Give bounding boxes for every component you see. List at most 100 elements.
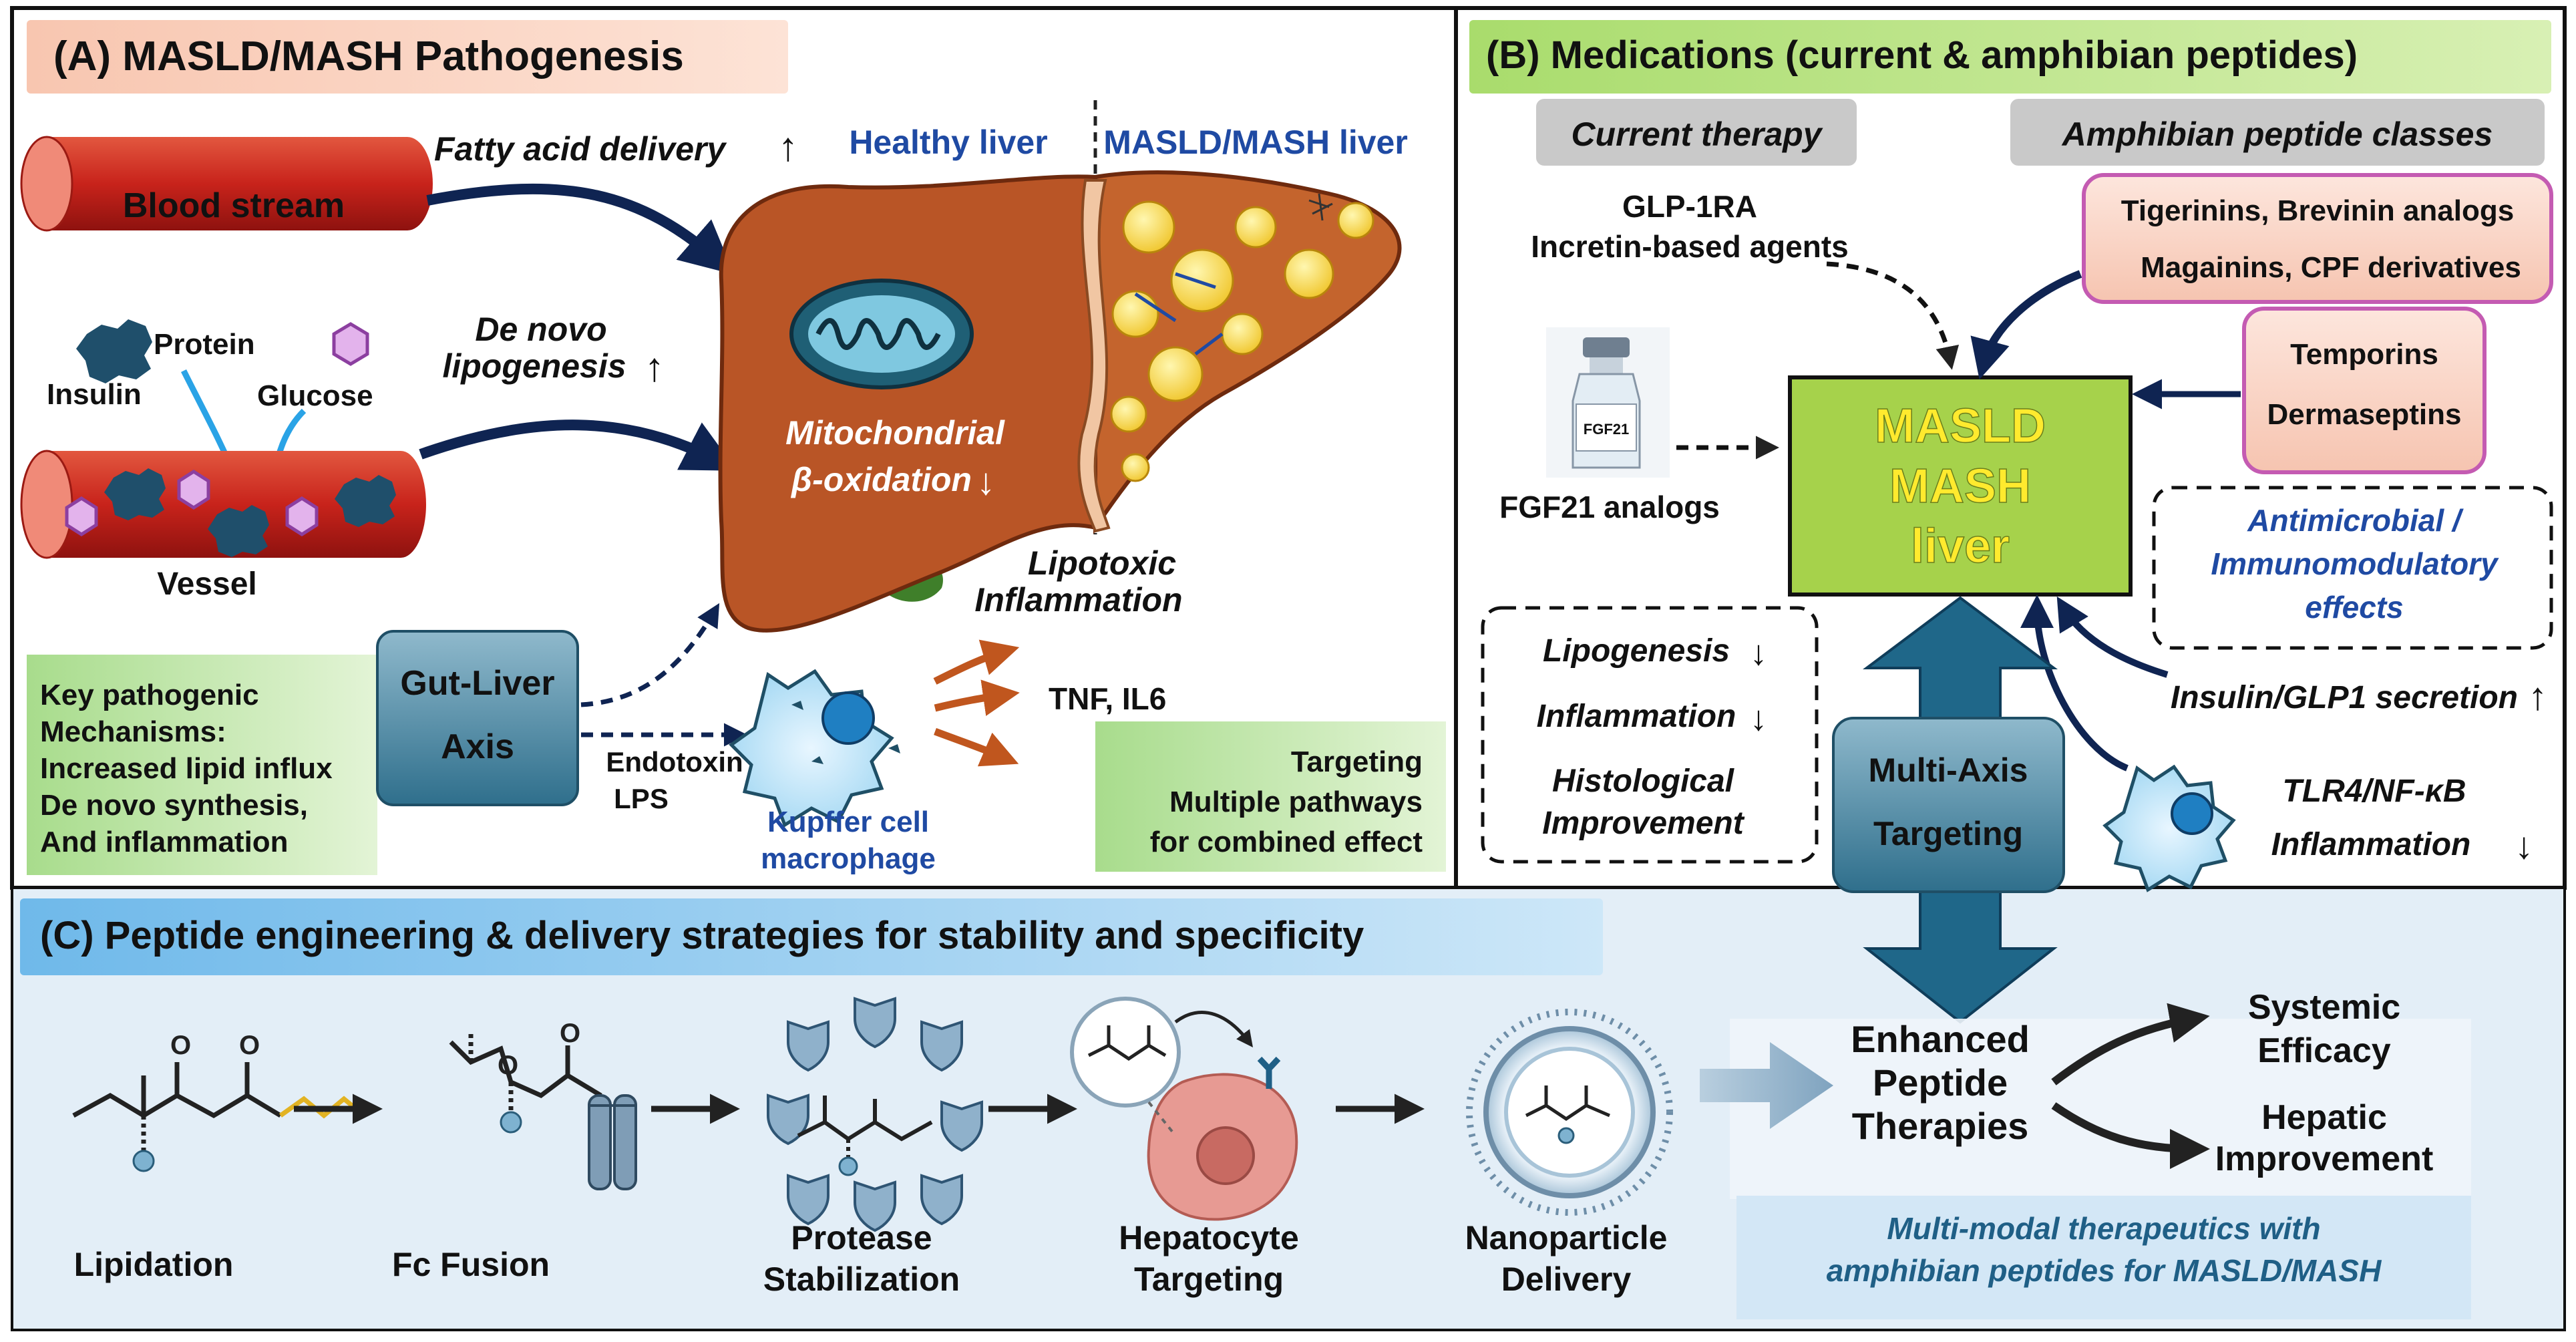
multi-axis-label-1: Multi-Axis <box>1869 751 2028 789</box>
panel-a-header-bg <box>27 20 788 94</box>
step-hepatocyte-label-1: Hepatocyte <box>1119 1219 1299 1256</box>
svg-text:Enhanced: Enhanced <box>1851 1018 2030 1060</box>
antimicrobial-text: Antimicrobial / Immunomodulatory effects <box>2211 503 2499 625</box>
protease-residue-icon <box>838 1156 858 1176</box>
hepatic-improvement-text: Hepatic Improvement <box>2215 1098 2434 1178</box>
current-therapy-tab <box>1536 99 1857 166</box>
panel-a-header: (A) MASLD/MASH Pathogenesis <box>53 33 684 79</box>
outcomes-box <box>1481 606 1819 864</box>
lipogenesis-up-arrow-icon: ↑ <box>645 345 665 389</box>
fc-fusion-residue-icon <box>500 1111 522 1134</box>
peptide-class-2-line-1: Temporins <box>2290 338 2438 371</box>
step-protease-label-2: Stabilization <box>763 1261 960 1298</box>
hepatocyte-molecule-icon <box>1087 1025 1167 1061</box>
insulin-glp1-arrow <box>2056 596 2169 678</box>
insulin-glp1-label: Insulin/GLP1 secretion <box>2171 680 2518 715</box>
beta-oxidation-down-arrow-icon: ↓ <box>976 460 995 502</box>
gut-liver-label-2: Axis <box>441 727 514 766</box>
svg-text:Therapies: Therapies <box>1852 1105 2029 1147</box>
key-mechanisms-text: Key pathogenic Mechanisms: Increased lip… <box>40 679 333 858</box>
svg-text:Efficacy: Efficacy <box>2257 1031 2391 1070</box>
glp1-label-2: Incretin-based agents <box>1531 229 1848 264</box>
targeting-box-text: Targeting Multiple pathways for combined… <box>1150 745 1423 858</box>
multimodal-box <box>1736 1196 2471 1319</box>
lipotoxic-label-1: Lipotoxic <box>1028 544 1176 582</box>
panel-b-header-bg <box>1469 20 2551 94</box>
tlr4-arrow <box>2020 595 2129 772</box>
endotoxin-label-2: LPS <box>614 783 669 814</box>
svg-text:Key pathogenic: Key pathogenic <box>40 679 259 711</box>
vial-label: FGF21 <box>1584 421 1629 438</box>
svg-text:De novo synthesis,: De novo synthesis, <box>40 789 308 822</box>
fc-fusion-o-1: O <box>498 1051 518 1080</box>
blood-stream-label: Blood stream <box>123 186 345 225</box>
step-protease-label-1: Protease <box>791 1219 932 1256</box>
cytokine-arrow-2 <box>934 679 1020 716</box>
step-nanoparticle-label-2: Delivery <box>1501 1261 1632 1298</box>
insulin-label: Insulin <box>47 378 142 411</box>
inflammation-down-arrow-icon: ↓ <box>1750 699 1767 738</box>
lipidation-o-1: O <box>170 1031 191 1060</box>
svg-text:And inflammation: And inflammation <box>40 826 289 858</box>
peptide-class-box-1 <box>2082 173 2553 304</box>
lipidation-o-2: O <box>239 1031 260 1060</box>
peptide-class-1-line-1: Tigerinins, Brevinin analogs <box>2121 194 2514 227</box>
svg-text:MASLD: MASLD <box>1875 399 2046 453</box>
step-nanoparticle-label-1: Nanoparticle <box>1465 1219 1668 1256</box>
step-lipidation-label: Lipidation <box>74 1246 234 1283</box>
protease-shields <box>767 997 983 1232</box>
step-fc-fusion-label: Fc Fusion <box>392 1246 550 1283</box>
peptide-class-1-line-2: Magainins, CPF derivatives <box>2141 251 2521 284</box>
targeting-box <box>1095 721 1446 872</box>
to-hepatic-arrow <box>2051 1102 2210 1169</box>
glp1-label-1: GLP-1RA <box>1622 189 1757 224</box>
svg-text:Hepatic: Hepatic <box>2261 1098 2387 1137</box>
svg-text:Multiple pathways: Multiple pathways <box>1169 786 1423 818</box>
step-hepatocyte-label-2: Targeting <box>1134 1261 1284 1298</box>
glucose-icon <box>332 322 369 366</box>
kupffer-label-2: macrophage <box>761 842 936 875</box>
svg-text:Antimicrobial /: Antimicrobial / <box>2247 503 2464 538</box>
tlr4-label-2: Inflammation <box>2271 827 2471 862</box>
amphibian-classes-tab <box>2010 99 2545 166</box>
immune-cell-icon <box>2102 764 2236 892</box>
svg-text:Improvement: Improvement <box>1542 806 1744 841</box>
nanoparticle-molecule-icon <box>1525 1085 1610 1122</box>
svg-text:Peptide: Peptide <box>1873 1061 2008 1104</box>
cytokine-arrow-1 <box>933 639 1020 685</box>
hepatocyte-zoom-lens-icon <box>1070 997 1181 1108</box>
current-therapy-label: Current therapy <box>1571 116 1823 153</box>
svg-text:effects: effects <box>2305 590 2403 625</box>
to-enhanced-arrow-front <box>1700 1042 1833 1129</box>
fc-fusion-molecule-icon <box>449 1032 602 1116</box>
mash-liver-label: MASLD/MASH liver <box>1103 124 1408 161</box>
antimicrobial-box <box>2152 486 2553 650</box>
vessel-label: Vessel <box>157 566 256 602</box>
gut-liver-axis-box <box>376 630 579 806</box>
mito-label-2: β-oxidation <box>790 461 972 498</box>
multi-axis-box <box>1832 717 2065 893</box>
svg-text:Mechanisms:: Mechanisms: <box>40 715 226 748</box>
peptide-class-1-arrow <box>1970 270 2082 380</box>
fatty-acid-label: Fatty acid delivery <box>434 130 727 168</box>
panel-c-header: (C) Peptide engineering & delivery strat… <box>40 914 1364 957</box>
fatty-acid-up-arrow-icon: ↑ <box>778 124 798 169</box>
tlr4-down-arrow-icon: ↓ <box>2515 824 2533 866</box>
fatty-acid-arrow <box>426 183 735 275</box>
vessel-tube <box>20 450 426 559</box>
multi-axis-label-2: Targeting <box>1873 815 2023 852</box>
systemic-efficacy-text: Systemic Efficacy <box>2248 988 2400 1070</box>
glucose-label: Glucose <box>257 379 373 412</box>
svg-text:MASH: MASH <box>1889 460 2031 513</box>
enhanced-therapies-text: Enhanced Peptide Therapies <box>1851 1018 2030 1147</box>
lipidation-residue-icon <box>132 1150 155 1172</box>
svg-text:liver: liver <box>1911 520 2010 573</box>
protein-icon <box>76 319 152 383</box>
fc-domain-icon <box>588 1094 637 1190</box>
svg-text:Increased lipid influx: Increased lipid influx <box>40 752 333 785</box>
cytokine-arrow-3 <box>934 727 1019 767</box>
lipogenesis-down-arrow-icon: ↓ <box>1750 634 1767 673</box>
svg-text:Targeting: Targeting <box>1291 745 1423 778</box>
nanoparticle-residue-icon <box>1557 1127 1575 1144</box>
